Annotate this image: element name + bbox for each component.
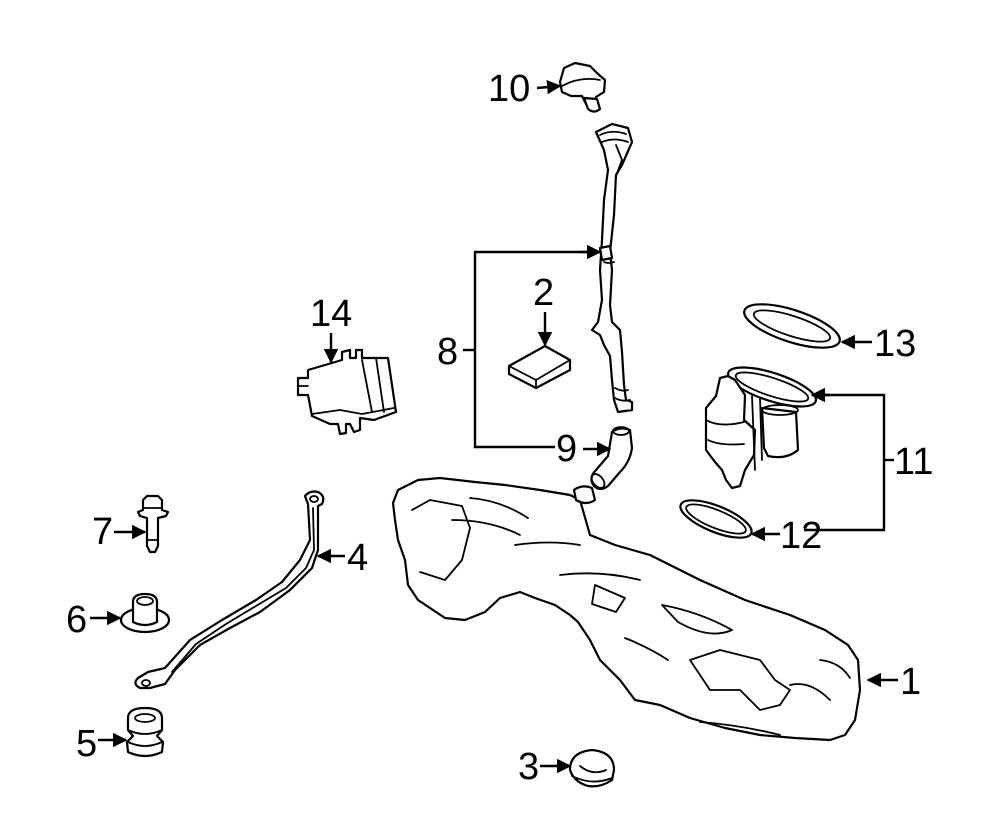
part-3-plug[interactable] (568, 748, 616, 788)
part-11-fuel-pump[interactable] (704, 359, 820, 490)
part-4-tank-strap[interactable] (134, 490, 325, 690)
callout-label-1: 1 (900, 661, 921, 703)
callout-4: 4 (316, 537, 368, 579)
callout-13: 13 (840, 323, 916, 365)
callout-label-6: 6 (66, 599, 87, 641)
callout-5: 5 (76, 723, 128, 765)
callout-6: 6 (66, 599, 122, 641)
callout-7: 7 (92, 511, 147, 553)
part-13-gasket[interactable] (740, 295, 845, 356)
callout-label-8: 8 (437, 331, 458, 373)
callout-1: 1 (866, 661, 921, 703)
callout-label-13: 13 (874, 323, 916, 365)
part-5-bushing[interactable] (125, 706, 165, 758)
part-14-control-module[interactable] (296, 348, 398, 436)
part-2-filter-pad[interactable] (507, 344, 572, 390)
part-9-filler-hose[interactable] (589, 426, 634, 491)
part-7-bolt[interactable] (136, 494, 170, 554)
callout-label-12: 12 (780, 515, 822, 557)
callout-9: 9 (556, 428, 612, 470)
callout-label-7: 7 (92, 511, 113, 553)
callout-label-5: 5 (76, 723, 97, 765)
callout-8: 8 (437, 244, 602, 449)
callout-2: 2 (533, 272, 554, 347)
callout-3: 3 (518, 746, 572, 788)
callout-label-11: 11 (894, 441, 933, 483)
callout-label-2: 2 (533, 272, 554, 314)
part-6-grommet[interactable] (119, 592, 171, 634)
part-10-fuel-cap[interactable] (558, 61, 607, 113)
callout-12: 12 (750, 515, 822, 557)
part-12-pump-seal[interactable] (676, 493, 756, 546)
callout-label-14: 14 (310, 293, 352, 335)
part-8-filler-pipe[interactable] (590, 122, 634, 414)
callout-10: 10 (488, 68, 562, 110)
leader-arrow-10 (536, 79, 562, 95)
callout-label-10: 10 (488, 68, 530, 110)
callout-label-3: 3 (518, 746, 539, 788)
part-1-fuel-tank[interactable] (391, 476, 862, 742)
callout-label-4: 4 (347, 537, 368, 579)
bracket-11 (804, 393, 886, 532)
callout-14: 14 (310, 293, 352, 364)
callout-label-9: 9 (556, 428, 577, 470)
callout-11: 11 (804, 387, 933, 532)
